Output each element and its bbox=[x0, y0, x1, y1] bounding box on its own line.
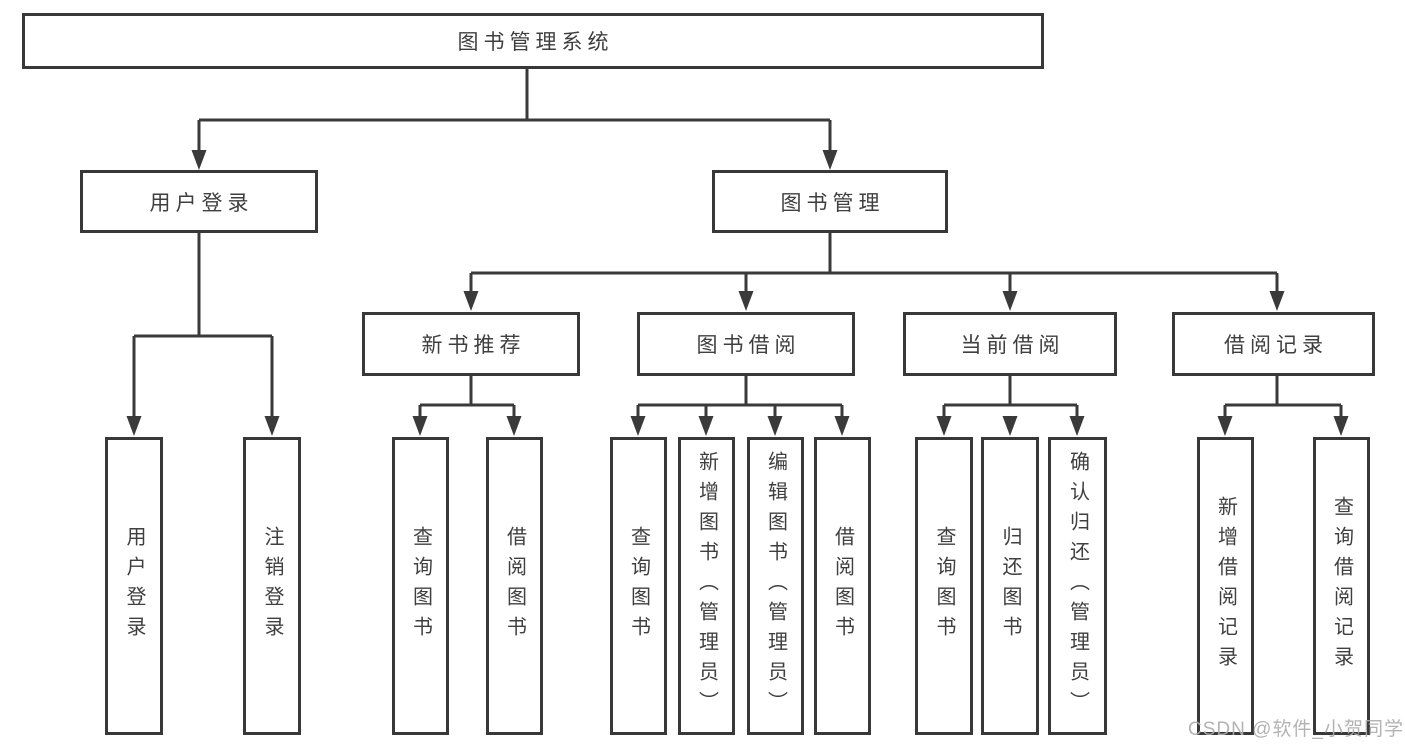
leaf-add-borrow-record: 新增借阅记录 bbox=[1197, 437, 1254, 735]
connector-current-borrow bbox=[942, 376, 1079, 419]
leaf-confirm-return-admin: 确认归还（管理员） bbox=[1048, 437, 1107, 735]
leaf-label: 查询借阅记录 bbox=[1330, 496, 1353, 676]
leaf-user-login: 用户登录 bbox=[105, 437, 163, 735]
node-book-management: 图书管理 bbox=[712, 170, 948, 233]
connector-book-borrow bbox=[636, 376, 844, 419]
leaf-edit-books-admin: 编辑图书（管理员） bbox=[747, 437, 804, 735]
leaf-label: 新增借阅记录 bbox=[1214, 496, 1237, 676]
node-library-management-system: 图书管理系统 bbox=[22, 13, 1044, 69]
leaf-label: 确认归还（管理员） bbox=[1066, 451, 1089, 721]
leaf-label: 借阅图书 bbox=[503, 526, 526, 646]
connector-user-login bbox=[132, 233, 274, 419]
leaf-label: 新增图书（管理员） bbox=[695, 451, 718, 721]
node-label: 图书借阅 bbox=[696, 334, 801, 357]
leaf-label: 借阅图书 bbox=[831, 526, 854, 646]
leaf-return-books: 归还图书 bbox=[981, 437, 1039, 735]
node-label: 当前借阅 bbox=[960, 334, 1065, 357]
leaf-add-books-admin: 新增图书（管理员） bbox=[678, 437, 735, 735]
leaf-logout: 注销登录 bbox=[243, 437, 301, 735]
leaf-query-books: 查询图书 bbox=[915, 437, 973, 735]
leaf-label: 归还图书 bbox=[999, 526, 1021, 646]
node-book-borrowing: 图书借阅 bbox=[637, 312, 855, 376]
leaf-label: 查询图书 bbox=[933, 526, 955, 646]
node-new-book-recommendation: 新书推荐 bbox=[362, 312, 580, 376]
leaf-borrow-books: 借阅图书 bbox=[486, 437, 543, 735]
node-label: 借阅记录 bbox=[1224, 334, 1328, 357]
leaf-label: 用户登录 bbox=[123, 526, 145, 646]
leaf-borrow-books: 借阅图书 bbox=[814, 437, 871, 735]
connector-root bbox=[197, 68, 832, 153]
leaf-query-books: 查询图书 bbox=[392, 437, 449, 735]
node-label: 用户登录 bbox=[149, 191, 254, 215]
node-label: 图书管理系统 bbox=[457, 31, 614, 54]
connector-borrow-record bbox=[1223, 376, 1343, 419]
arrowheads bbox=[126, 150, 1349, 436]
leaf-query-borrow-record: 查询借阅记录 bbox=[1313, 437, 1370, 735]
node-label: 图书管理 bbox=[780, 191, 885, 215]
leaf-label: 查询图书 bbox=[409, 526, 432, 646]
leaf-label: 编辑图书（管理员） bbox=[764, 451, 787, 721]
connector-book-mgmt bbox=[469, 233, 1279, 294]
node-current-borrowing: 当前借阅 bbox=[903, 312, 1117, 376]
csdn-watermark: CSDN @软件_小贺同学 bbox=[1188, 719, 1404, 740]
node-label: 新书推荐 bbox=[421, 334, 526, 357]
node-user-login: 用户登录 bbox=[80, 170, 318, 233]
node-borrowing-records: 借阅记录 bbox=[1172, 312, 1375, 376]
leaf-query-books: 查询图书 bbox=[610, 437, 667, 735]
leaf-label: 查询图书 bbox=[627, 526, 650, 646]
leaf-label: 注销登录 bbox=[261, 526, 283, 646]
connector-new-book bbox=[418, 376, 516, 419]
